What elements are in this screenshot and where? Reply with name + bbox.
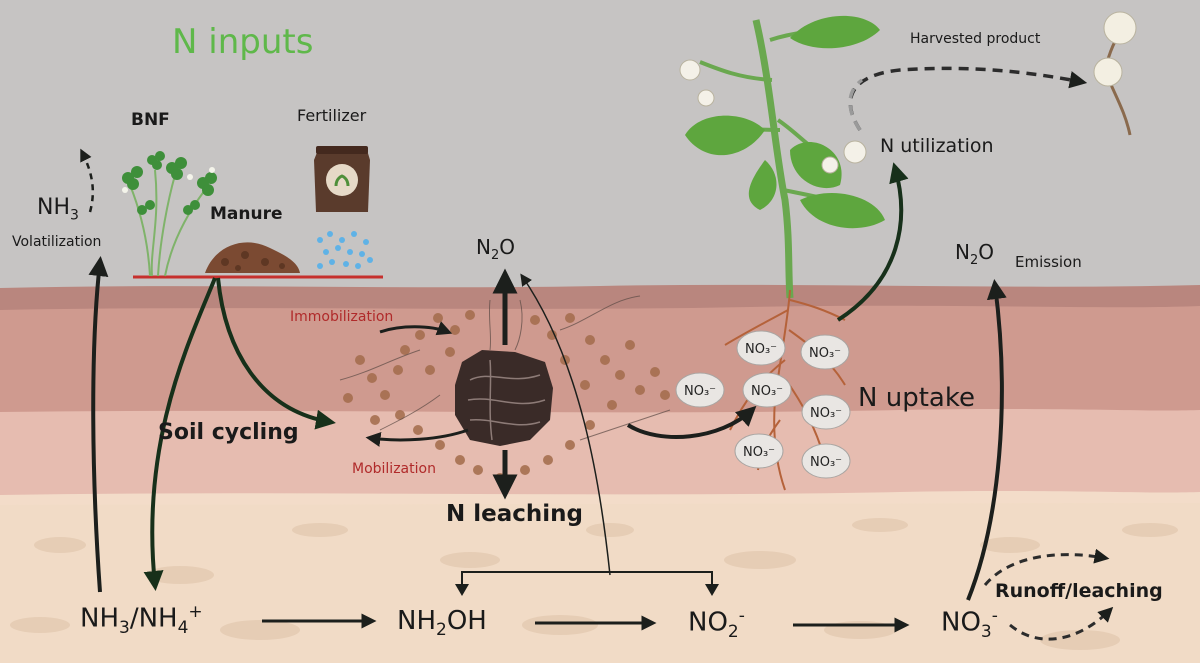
arrow-n-utilization <box>836 162 909 322</box>
svg-text:NO₃⁻: NO₃⁻ <box>745 342 777 357</box>
arrow-nitrification-to-n2o <box>520 273 611 576</box>
manure-pile <box>205 242 300 273</box>
title-n-inputs: N inputs <box>172 22 314 62</box>
crop-plant <box>679 15 885 299</box>
arrow-inputs-to-soil-cycling <box>216 277 336 430</box>
arrow-to-uptake <box>626 405 757 439</box>
label-n2o-center: N2O <box>476 235 515 263</box>
label-mobilization: Mobilization <box>352 461 436 477</box>
arrow-emission <box>966 279 1007 601</box>
label-no3: NO3- <box>941 606 998 642</box>
label-nh3-nh4: NH3/NH4+ <box>80 602 203 638</box>
bracket-nh2oh-no2 <box>461 571 713 592</box>
arrow-runoff <box>983 548 1110 586</box>
label-n-leaching: N leaching <box>446 501 583 527</box>
label-n2o-right: N2O <box>955 240 994 268</box>
label-fertilizer: Fertilizer <box>297 106 367 125</box>
label-n-utilization: N utilization <box>880 135 994 157</box>
svg-text:NO₃⁻: NO₃⁻ <box>809 346 841 361</box>
fertilizer-granules <box>317 231 373 269</box>
svg-text:NO₃⁻: NO₃⁻ <box>751 384 783 399</box>
label-bnf: BNF <box>131 110 170 130</box>
clover-plant <box>122 151 217 277</box>
label-soil-cycling: Soil cycling <box>158 420 299 445</box>
arrow-volatilization <box>88 256 109 593</box>
arrow-inputs-to-ammonium <box>143 277 217 591</box>
arrow-nh3-dashed <box>80 148 94 213</box>
svg-text:NO₃⁻: NO₃⁻ <box>810 455 842 470</box>
fertilizer-bag <box>314 146 370 212</box>
label-immobilization: Immobilization <box>290 309 394 325</box>
harvested-cotton <box>1093 11 1137 136</box>
label-manure: Manure <box>210 204 283 224</box>
nitrate-bubbles: NO₃⁻ NO₃⁻ NO₃⁻ NO₃⁻ NO₃⁻ NO₃⁻ NO₃⁻ <box>675 330 851 479</box>
label-harvested-product: Harvested product <box>910 31 1041 47</box>
svg-text:NO₃⁻: NO₃⁻ <box>743 445 775 460</box>
svg-text:NO₃⁻: NO₃⁻ <box>810 406 842 421</box>
label-no2: NO2- <box>688 606 745 642</box>
svg-text:NO₃⁻: NO₃⁻ <box>684 384 716 399</box>
label-runoff-leaching: Runoff/leaching <box>995 580 1163 602</box>
label-nh2oh: NH2OH <box>397 606 487 641</box>
arrow-mobilization <box>365 428 469 447</box>
label-volatilization: Volatilization <box>12 234 102 250</box>
label-n-uptake: N uptake <box>858 383 975 413</box>
label-nh3: NH3 <box>37 195 79 224</box>
label-emission: Emission <box>1015 253 1082 271</box>
arrow-immobilization <box>379 321 453 336</box>
